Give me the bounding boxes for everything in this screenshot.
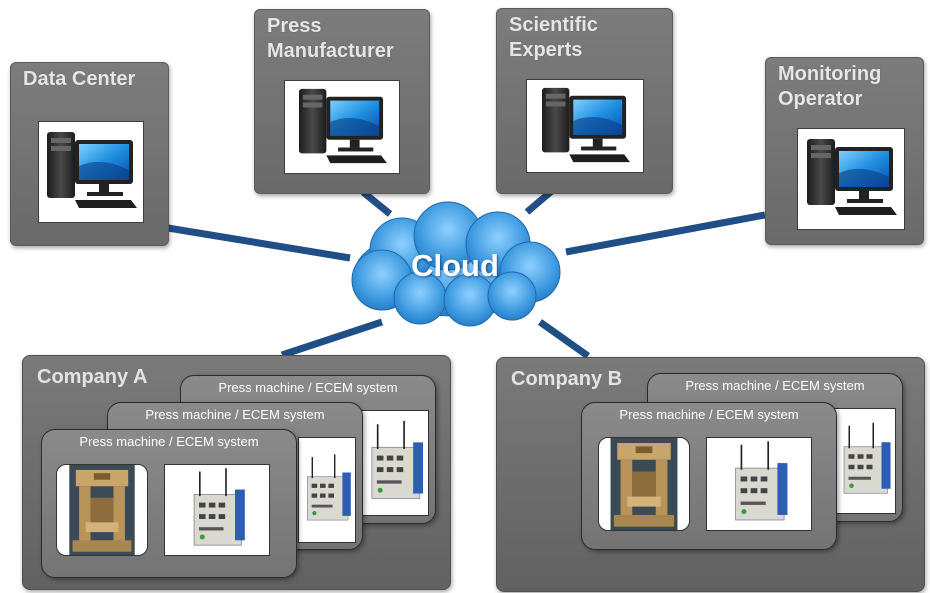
- station-scientific-experts: Scientific Experts: [496, 8, 673, 194]
- desktop-computer-icon: [541, 87, 630, 163]
- company-a: Company A Press machine / ECEM system Pr…: [22, 355, 451, 590]
- link-company-a: [280, 318, 384, 359]
- cloud: Cloud: [340, 200, 570, 330]
- station-label: Scientific Experts: [509, 14, 598, 61]
- system-label: Press machine / ECEM system: [79, 434, 259, 449]
- ecem-controller-photo: [299, 451, 355, 529]
- link-press-manufacturer: [360, 189, 393, 217]
- system-label: Press machine / ECEM system: [619, 407, 799, 422]
- station-label: Data Center: [23, 68, 136, 90]
- cloud-label: Cloud: [411, 248, 499, 283]
- press-machine-photo: [69, 465, 135, 555]
- system-label: Press machine / ECEM system: [218, 380, 398, 395]
- desktop-computer-icon: [298, 88, 387, 164]
- station-label: Monitoring Operator: [778, 63, 882, 110]
- company-label: Company B: [511, 368, 623, 390]
- station-press-manufacturer: Press Manufacturer: [254, 9, 430, 194]
- station-label: Press Manufacturer: [267, 15, 394, 62]
- link-monitoring-operator: [565, 211, 766, 256]
- press-machine-photo: [610, 438, 678, 530]
- ecem-controller-photo: [724, 438, 794, 530]
- system-label: Press machine / ECEM system: [685, 378, 865, 393]
- station-data-center: Data Center: [10, 62, 169, 246]
- station-monitoring-operator: Monitoring Operator: [765, 57, 924, 245]
- company-b: Company B Press machine / ECEM system Pr…: [496, 357, 925, 592]
- system-card: Press machine / ECEM system: [41, 429, 297, 578]
- ecem-controller-photo: [835, 419, 895, 503]
- desktop-computer-icon: [807, 139, 897, 215]
- ecem-controller-photo: [183, 465, 251, 555]
- system-card: Press machine / ECEM system: [581, 402, 837, 550]
- ecem-controller-photo: [362, 417, 428, 509]
- system-label: Press machine / ECEM system: [145, 407, 325, 422]
- desktop-computer-icon: [47, 132, 137, 208]
- link-company-b: [537, 319, 591, 359]
- link-data-center: [167, 224, 351, 262]
- cloud-icon: [351, 201, 561, 327]
- company-label: Company A: [37, 366, 148, 388]
